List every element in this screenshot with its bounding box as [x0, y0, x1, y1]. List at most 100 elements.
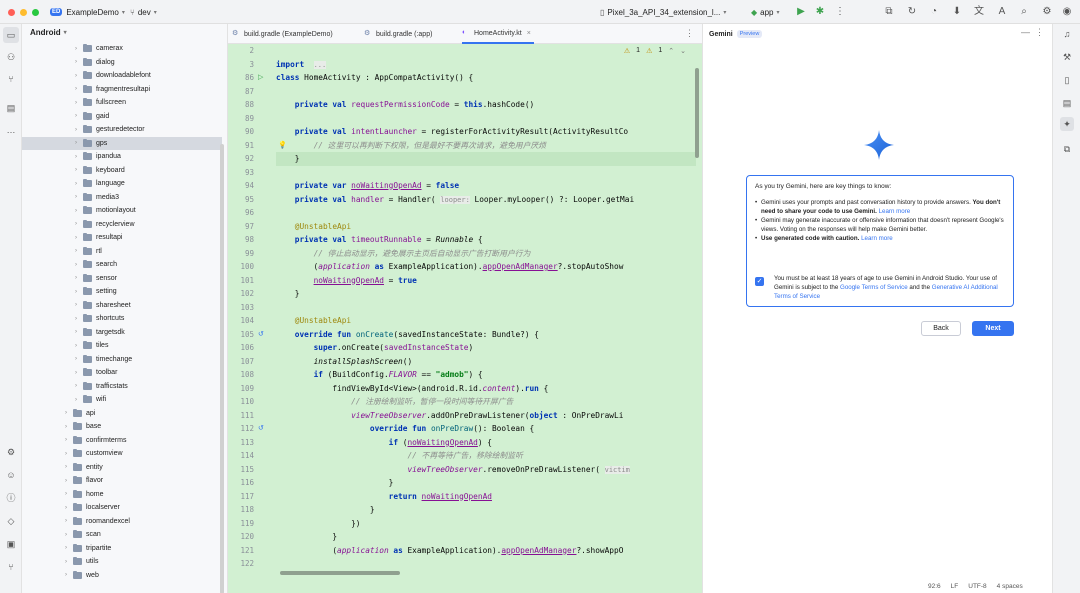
tab-build-gradle-project[interactable]: ⚙ build.gradle (ExampleDemo) [232, 24, 333, 44]
problems-icon[interactable]: ⓘ [6, 493, 16, 503]
tree-item[interactable]: ›wifi [22, 393, 222, 407]
chevron-right-icon[interactable]: › [75, 302, 77, 309]
running-devices-icon[interactable]: ▤ [1062, 98, 1072, 108]
chevron-right-icon[interactable]: › [65, 410, 67, 417]
chevron-right-icon[interactable]: › [75, 288, 77, 295]
project-view-selector[interactable]: Android ▾ [30, 28, 67, 37]
intention-bulb-icon[interactable]: 💡 [278, 141, 287, 149]
notifications-icon[interactable]: ♫ [1063, 29, 1071, 39]
chevron-right-icon[interactable]: › [75, 59, 77, 66]
tree-item[interactable]: ›camerax [22, 42, 222, 56]
chevron-right-icon[interactable]: › [75, 167, 77, 174]
cursor-position[interactable]: 92:6 [928, 582, 941, 590]
branch-selector[interactable]: ⑂ dev ▾ [130, 0, 157, 24]
indent-setting[interactable]: 4 spaces [996, 582, 1023, 590]
tree-item[interactable]: ›timechange [22, 353, 222, 367]
chevron-right-icon[interactable]: › [75, 45, 77, 52]
tree-item[interactable]: ›entity [22, 461, 222, 475]
emulator-icon[interactable]: ⧉ [1063, 144, 1071, 154]
tree-item[interactable]: ›setting [22, 285, 222, 299]
gen-ai-terms-link[interactable]: Generative AI Additional Terms of Servic… [774, 283, 998, 300]
structure-icon[interactable]: ⚇ [6, 52, 16, 62]
run-config-selector[interactable]: ◆ app ▾ [751, 0, 780, 24]
tree-item[interactable]: ›sensor [22, 272, 222, 286]
debug-icon[interactable]: ✱ [815, 6, 825, 17]
tree-item[interactable]: ›dialog [22, 56, 222, 70]
chevron-right-icon[interactable]: › [75, 113, 77, 120]
tree-item[interactable]: ›gaid [22, 110, 222, 124]
tree-item[interactable]: ›resultapi [22, 231, 222, 245]
chevron-right-icon[interactable]: › [75, 140, 77, 147]
chevron-right-icon[interactable]: › [75, 329, 77, 336]
tree-item[interactable]: ›utils [22, 555, 222, 569]
tree-item[interactable]: ›shortcuts [22, 312, 222, 326]
tree-item[interactable]: ›gps [22, 136, 222, 150]
logcat-icon[interactable]: ☺ [6, 470, 16, 480]
tree-item[interactable]: ›api [22, 407, 222, 421]
tree-item[interactable]: ›web [22, 569, 222, 583]
gear-icon[interactable]: ⚙ [1042, 6, 1052, 17]
project-scrollbar[interactable] [220, 144, 224, 593]
tree-item[interactable]: ›targetsdk [22, 326, 222, 340]
override-gutter-icon[interactable]: ↺ [258, 330, 264, 338]
tab-options-icon[interactable]: ⋮ [685, 28, 694, 38]
tree-item[interactable]: ›scan [22, 528, 222, 542]
device-selector[interactable]: ▯ Pixel_3a_API_34_extension_l... ▾ [600, 0, 726, 24]
tree-item[interactable]: ›ipandua [22, 150, 222, 164]
age-consent-checkbox[interactable]: ✓ [755, 277, 764, 286]
profiler-icon[interactable]: ◔ [930, 6, 938, 17]
chevron-right-icon[interactable]: › [65, 437, 67, 444]
resource-manager-icon[interactable]: ▤ [6, 103, 16, 113]
chevron-right-icon[interactable]: › [75, 234, 77, 241]
editor-vertical-scrollbar[interactable] [695, 68, 699, 158]
tree-item[interactable]: ›recyclerview [22, 218, 222, 232]
run-gutter-icon[interactable]: ▷ [258, 74, 264, 81]
chevron-right-icon[interactable]: › [75, 221, 77, 228]
chevron-right-icon[interactable]: › [65, 464, 67, 471]
code-area[interactable]: import ...class HomeActivity : AppCompat… [276, 44, 696, 593]
chevron-right-icon[interactable]: › [75, 180, 77, 187]
search-icon[interactable]: ⌕ [1021, 6, 1027, 17]
tree-item[interactable]: ›toolbar [22, 366, 222, 380]
tab-build-gradle-app[interactable]: ⚙ build.gradle (:app) [364, 24, 432, 44]
chevron-right-icon[interactable]: › [75, 356, 77, 363]
line-separator[interactable]: LF [950, 582, 959, 590]
learn-more-link[interactable]: Learn more [859, 235, 893, 242]
tree-item[interactable]: ›base [22, 420, 222, 434]
sdk-manager-icon[interactable]: ⬇ [952, 6, 962, 17]
chevron-right-icon[interactable]: › [75, 383, 77, 390]
gemini-icon[interactable]: ✦ [1060, 117, 1074, 131]
panel-options-icon[interactable]: ⋮ [1035, 27, 1044, 37]
chevron-right-icon[interactable]: › [65, 423, 67, 430]
chevron-right-icon[interactable]: › [75, 396, 77, 403]
tree-item[interactable]: ›home [22, 488, 222, 502]
chevron-right-icon[interactable]: › [75, 275, 77, 282]
tree-item[interactable]: ›fullscreen [22, 96, 222, 110]
translate-icon[interactable]: 文 [974, 6, 984, 17]
chevron-right-icon[interactable]: › [75, 153, 77, 160]
tree-item[interactable]: ›downloadablefont [22, 69, 222, 83]
tree-item[interactable]: ›motionlayout [22, 204, 222, 218]
tab-home-activity[interactable]: ◐ HomeActivity.kt × [462, 24, 534, 44]
chevron-right-icon[interactable]: › [65, 477, 67, 484]
override-gutter-icon[interactable]: ↺ [258, 425, 264, 432]
editor-horizontal-scrollbar[interactable] [280, 571, 400, 575]
tree-item[interactable]: ›trafficstats [22, 380, 222, 394]
version-control-icon[interactable]: ⑂ [8, 562, 14, 572]
tree-item[interactable]: ›fragmentresultapi [22, 83, 222, 97]
tree-item[interactable]: ›language [22, 177, 222, 191]
device-explorer-icon[interactable]: ▯ [1064, 75, 1070, 85]
more-tools-icon[interactable]: … [6, 125, 16, 135]
chevron-right-icon[interactable]: › [75, 126, 77, 133]
app-quality-icon[interactable]: ◇ [7, 516, 15, 526]
tree-item[interactable]: ›tripartite [22, 542, 222, 556]
chevron-right-icon[interactable]: › [65, 504, 67, 511]
chevron-right-icon[interactable]: › [75, 315, 77, 322]
chevron-right-icon[interactable]: › [75, 86, 77, 93]
inspection-widget[interactable]: ⚠ 1 ⚠ 1 ⌃ ⌄ [624, 47, 686, 55]
chevron-right-icon[interactable]: › [75, 99, 77, 106]
chevron-right-icon[interactable]: › [75, 72, 77, 79]
chevron-right-icon[interactable]: › [65, 450, 67, 457]
tree-item[interactable]: ›keyboard [22, 164, 222, 178]
more-actions-icon[interactable]: ⋮ [835, 6, 845, 17]
